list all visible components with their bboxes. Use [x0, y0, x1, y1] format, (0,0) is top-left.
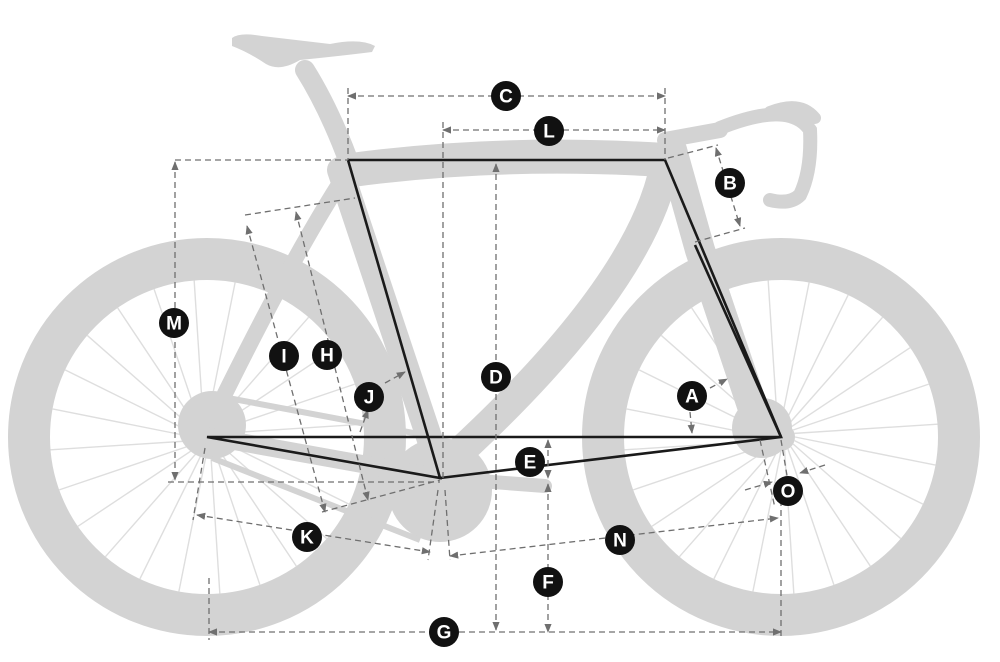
- svg-text:K: K: [300, 528, 314, 549]
- svg-text:D: D: [489, 368, 503, 389]
- wheel-spoke: [86, 334, 196, 431]
- wheel-spoke: [780, 282, 810, 424]
- wheel-spoke: [139, 450, 205, 580]
- wheel-spoke: [794, 436, 936, 466]
- wheel-spoke: [178, 450, 208, 592]
- wheel-spoke: [52, 408, 194, 438]
- svg-text:H: H: [320, 346, 334, 367]
- label-a: A: [677, 381, 707, 411]
- svg-text:G: G: [437, 623, 452, 644]
- wheel-spoke: [794, 439, 924, 505]
- wheel-spoke: [783, 294, 849, 424]
- svg-text:E: E: [524, 453, 537, 474]
- label-c: C: [491, 81, 521, 111]
- wheel-spoke: [790, 347, 911, 428]
- wheel-spoke: [678, 448, 775, 558]
- svg-text:N: N: [613, 531, 627, 552]
- label-g: G: [429, 617, 459, 647]
- wheel-spoke: [792, 383, 930, 431]
- wheel-spoke: [209, 450, 221, 594]
- svg-text:B: B: [723, 174, 737, 195]
- wheel-spoke: [794, 423, 938, 435]
- wheel-spoke: [790, 446, 871, 567]
- svg-text:A: A: [685, 387, 699, 408]
- wheel-spoke: [792, 443, 902, 540]
- label-k: K: [292, 522, 322, 552]
- wheel-spoke: [787, 316, 884, 426]
- label-j: J: [354, 382, 384, 412]
- label-d: D: [481, 362, 511, 392]
- label-badges: A B C D E F G H I J K L M N O: [159, 81, 803, 647]
- label-e: E: [515, 447, 545, 477]
- wheel-spoke: [651, 446, 772, 527]
- wheel-spoke: [104, 448, 201, 558]
- label-i: I: [269, 341, 299, 371]
- seatpost: [295, 60, 360, 175]
- svg-text:O: O: [781, 482, 796, 503]
- svg-text:L: L: [543, 122, 555, 143]
- label-m: M: [159, 308, 189, 338]
- wheel-spoke: [767, 280, 779, 424]
- wheel-spoke: [787, 448, 835, 586]
- label-f: F: [533, 567, 563, 597]
- label-h: H: [312, 340, 342, 370]
- svg-text:M: M: [166, 314, 182, 335]
- svg-text:J: J: [364, 388, 375, 409]
- svg-text:C: C: [499, 87, 513, 108]
- crank-arm: [433, 471, 552, 493]
- stem: [657, 122, 728, 148]
- svg-text:I: I: [281, 347, 286, 368]
- svg-text:F: F: [542, 573, 554, 594]
- wheel-spoke: [77, 446, 198, 527]
- label-o: O: [773, 476, 803, 506]
- label-n: N: [605, 525, 635, 555]
- brake-lever: [764, 101, 821, 124]
- label-b: B: [715, 168, 745, 198]
- label-l: L: [534, 116, 564, 146]
- wheel-spoke: [50, 439, 194, 451]
- saddle: [232, 34, 375, 68]
